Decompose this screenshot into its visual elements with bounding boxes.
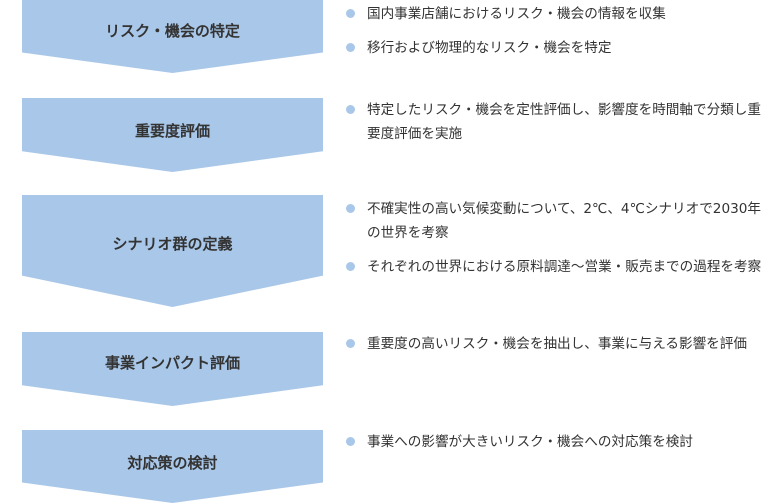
bullet-dot-icon [346,204,355,213]
step-label: リスク・機会の特定 [105,22,240,40]
step-bullets: 事業への影響が大きいリスク・機会への対応策を検討 [346,430,766,464]
step-bullets: 特定したリスク・機会を定性評価し、影響度を時間軸で分類し重要度評価を実施 [346,98,766,156]
step-arrow: 対応策の検討 [22,430,323,503]
step-arrow: 事業インパクト評価 [22,332,323,406]
bullet-item: 重要度の高いリスク・機会を抽出し、事業に与える影響を評価 [346,332,766,356]
step-arrow: シナリオ群の定義 [22,195,323,307]
step-arrow: リスク・機会の特定 [22,0,323,73]
bullet-item: 移行および物理的なリスク・機会を特定 [346,36,766,60]
bullet-item: 国内事業店舗におけるリスク・機会の情報を収集 [346,2,766,26]
bullet-dot-icon [346,9,355,18]
bullet-item: それぞれの世界における原料調達〜営業・販売までの過程を考察 [346,255,766,279]
step-label: 事業インパクト評価 [104,354,240,372]
bullet-dot-icon [346,43,355,52]
step-bullets: 重要度の高いリスク・機会を抽出し、事業に与える影響を評価 [346,332,766,366]
bullet-dot-icon [346,437,355,446]
step-arrow: 重要度評価 [22,98,323,172]
bullet-dot-icon [346,339,355,348]
bullet-dot-icon [346,262,355,271]
step-label: シナリオ群の定義 [112,235,233,253]
step-label: 重要度評価 [134,122,210,140]
step-bullets: 不確実性の高い気候変動について、2℃、4℃シナリオで2030年の世界を考察 それ… [346,197,766,289]
bullet-item: 特定したリスク・機会を定性評価し、影響度を時間軸で分類し重要度評価を実施 [346,98,766,146]
step-label: 対応策の検討 [127,454,218,472]
bullet-dot-icon [346,105,355,114]
bullet-item: 事業への影響が大きいリスク・機会への対応策を検討 [346,430,766,454]
bullet-item: 不確実性の高い気候変動について、2℃、4℃シナリオで2030年の世界を考察 [346,197,766,245]
step-bullets: 国内事業店舗におけるリスク・機会の情報を収集 移行および物理的なリスク・機会を特… [346,2,766,70]
